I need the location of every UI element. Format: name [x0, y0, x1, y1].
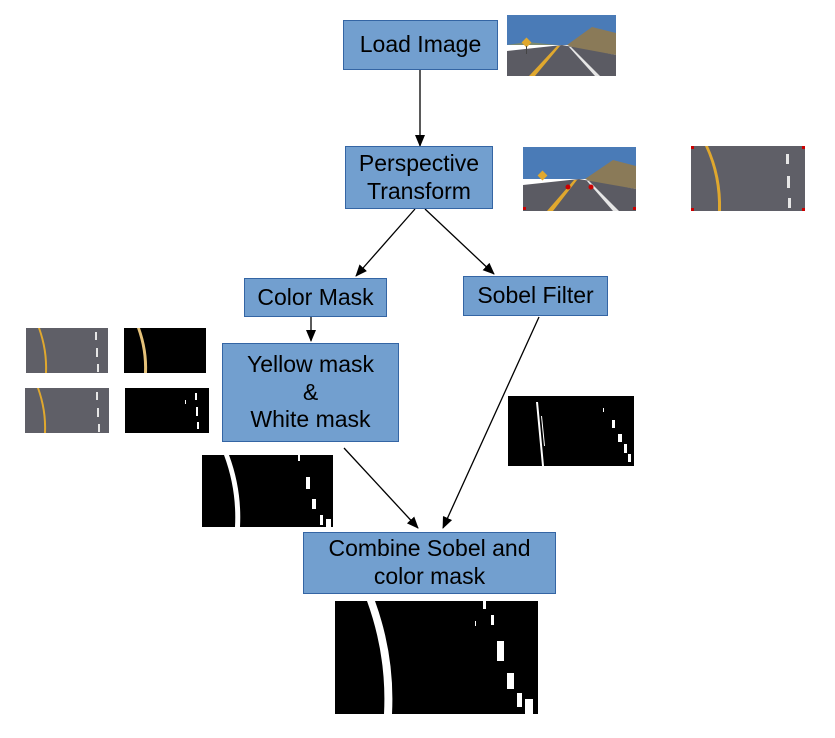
combine-label-line2: color mask [373, 563, 486, 589]
arrow-sobel-to-combine [442, 316, 540, 529]
color-mask-label: Color Mask [257, 283, 374, 310]
yellow-white-line1: Yellow mask [247, 351, 374, 378]
combined-result-thumbnail [335, 601, 538, 714]
perspective-transform-node: Perspective Transform [345, 146, 493, 209]
road-image-thumbnail [507, 15, 616, 76]
road-image-with-points-thumbnail [523, 147, 636, 211]
sobel-filter-label: Sobel Filter [477, 282, 594, 309]
sobel-result-thumbnail [508, 396, 634, 466]
color-mask-node: Color Mask [244, 278, 387, 317]
warped-road-thumbnail [691, 146, 805, 211]
yellow-white-line2: & [302, 378, 319, 405]
sobel-filter-node: Sobel Filter [463, 276, 608, 316]
color-mask-result-thumbnail [202, 455, 333, 527]
yellow-mask-thumbnail [124, 328, 206, 373]
arrow-perspective-to-sobel [424, 208, 495, 275]
perspective-label-line1: Perspective [358, 149, 480, 176]
yellow-white-mask-node: Yellow mask & White mask [222, 343, 399, 442]
warped-gray-thumbnail-top [26, 328, 108, 373]
yellow-white-line3: White mask [250, 406, 371, 433]
warped-gray-thumbnail-bottom [25, 388, 109, 433]
arrow-yellow-white-to-combine [343, 447, 419, 529]
combine-node: Combine Sobel and color mask [303, 532, 556, 594]
perspective-label-line2: Transform [367, 177, 471, 204]
combine-label-line1: Combine Sobel and [328, 535, 531, 562]
load-image-label: Load Image [359, 31, 482, 58]
load-image-node: Load Image [343, 20, 498, 70]
white-mask-thumbnail [125, 388, 209, 433]
arrow-perspective-to-color-mask [355, 208, 416, 277]
